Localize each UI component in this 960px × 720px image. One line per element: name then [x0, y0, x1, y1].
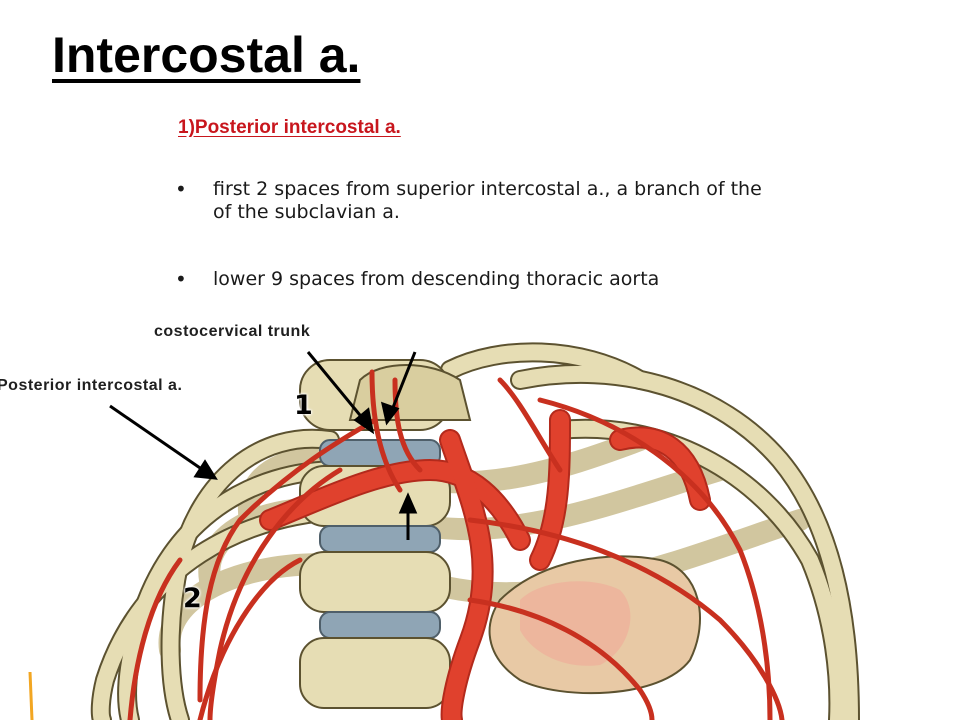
bullet-list: • first 2 spaces from superior intercost… — [175, 178, 775, 291]
bullet-item: • first 2 spaces from superior intercost… — [175, 178, 775, 224]
thorax-figure — [28, 342, 860, 720]
space-number-1: 1 — [294, 390, 313, 421]
bullet-text: first 2 spaces from superior intercostal… — [213, 178, 762, 223]
slide-title: Intercostal a. — [52, 27, 361, 83]
annotation-arrows — [109, 351, 418, 540]
posterior-intercostal-label: Posterior intercostal a. — [0, 377, 183, 394]
bullet-item: • lower 9 spaces from descending thoraci… — [175, 268, 775, 291]
subheading: 1)Posterior intercostal a. — [178, 117, 401, 138]
costocervical-trunk-label: costocervical trunk — [154, 323, 311, 340]
arteries — [127, 369, 785, 720]
bullet-dot-icon: • — [175, 267, 187, 291]
bullet-dot-icon: • — [175, 177, 187, 201]
bullet-text: lower 9 spaces from descending thoracic … — [213, 268, 660, 290]
space-number-2: 2 — [183, 583, 202, 614]
